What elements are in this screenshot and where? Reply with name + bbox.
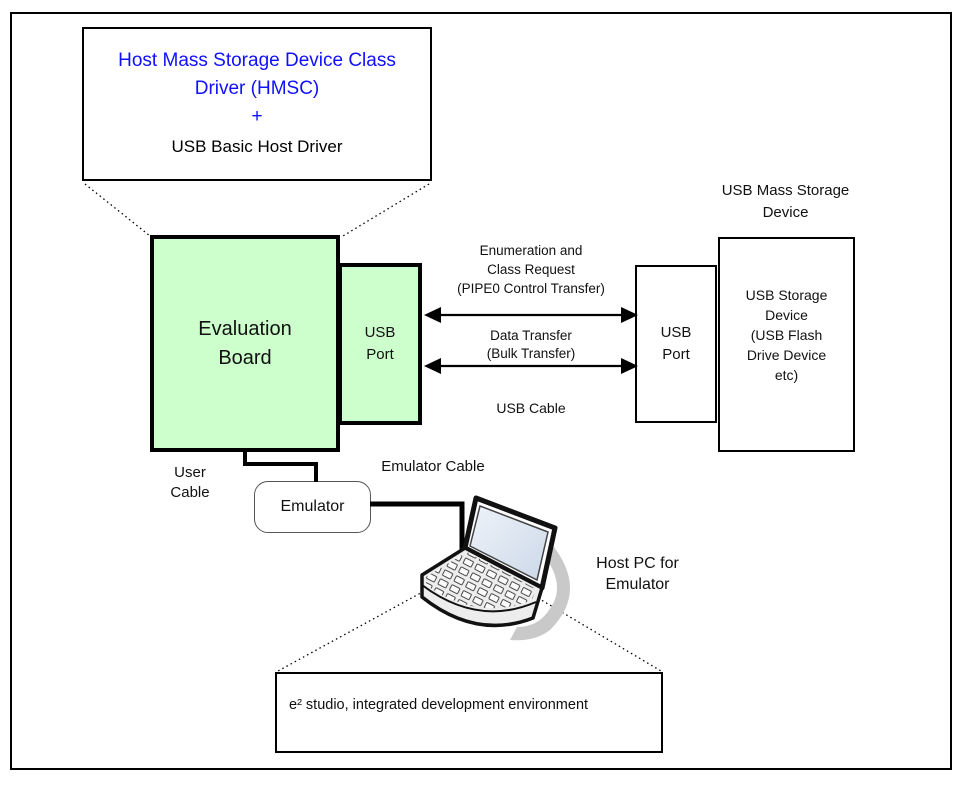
emulator-label: Emulator	[280, 498, 345, 515]
usb-storage-line5: etc)	[774, 367, 799, 383]
host-pc-line1: Host PC for	[596, 555, 679, 572]
mass-storage-title-line2: Device	[762, 204, 809, 221]
host-pc-label: Host PC for Emulator	[570, 553, 705, 595]
evaluation-board-box: Evaluation Board	[150, 235, 340, 452]
hmsc-title-line2: Driver (HMSC)	[194, 78, 320, 99]
board-usb-port-label-line1: USB	[364, 324, 396, 341]
control-transfer-label: Enumeration and Class Request (PIPE0 Con…	[426, 241, 636, 298]
usb-basic-host-driver-label: USB Basic Host Driver	[171, 137, 343, 156]
hmsc-title-line1: Host Mass Storage Device Class	[118, 50, 396, 71]
hmsc-title: Host Mass Storage Device Class Driver (H…	[84, 47, 430, 103]
host-pc-line2: Emulator	[605, 576, 670, 593]
control-transfer-line3: (PIPE0 Control Transfer)	[457, 281, 605, 296]
board-usb-port-label-line2: Port	[366, 346, 394, 363]
driver-stack-box: Host Mass Storage Device Class Driver (H…	[82, 27, 432, 181]
user-cable-label: User Cable	[155, 463, 225, 503]
ide-box: e² studio, integrated development enviro…	[275, 672, 663, 753]
mass-storage-title-line1: USB Mass Storage	[721, 182, 850, 199]
usb-storage-line1: USB Storage	[745, 287, 828, 303]
mass-storage-title: USB Mass Storage Device	[693, 180, 878, 224]
usb-storage-line3: (USB Flash	[750, 327, 823, 343]
plus-sign: +	[251, 106, 263, 127]
data-transfer-label: Data Transfer (Bulk Transfer)	[426, 327, 636, 363]
device-usb-port-label-line1: USB	[660, 324, 692, 341]
emulator-box: Emulator	[254, 481, 371, 533]
usb-storage-line4: Drive Device	[746, 347, 827, 363]
user-cable-line1: User	[174, 464, 206, 481]
evaluation-board-label-line2: Board	[218, 346, 272, 369]
board-usb-port-box: USB Port	[338, 263, 422, 425]
control-transfer-line2: Class Request	[487, 262, 575, 277]
user-cable-line2: Cable	[170, 484, 210, 501]
data-transfer-line2: (Bulk Transfer)	[486, 346, 576, 361]
usb-cable-label: USB Cable	[496, 400, 566, 416]
emulator-cable-label: Emulator Cable	[381, 458, 485, 475]
evaluation-board-label-line1: Evaluation	[198, 317, 292, 340]
device-usb-port-box: USB Port	[635, 265, 717, 423]
control-transfer-line1: Enumeration and	[479, 243, 583, 258]
usb-storage-device-label: USB Storage Device (USB Flash Drive Devi…	[720, 285, 853, 385]
device-usb-port-label-line2: Port	[662, 346, 690, 363]
usb-storage-line2: Device	[765, 307, 808, 323]
usb-storage-device-box: USB Storage Device (USB Flash Drive Devi…	[718, 237, 855, 452]
ide-label: e² studio, integrated development enviro…	[289, 697, 589, 713]
data-transfer-line1: Data Transfer	[490, 328, 572, 343]
